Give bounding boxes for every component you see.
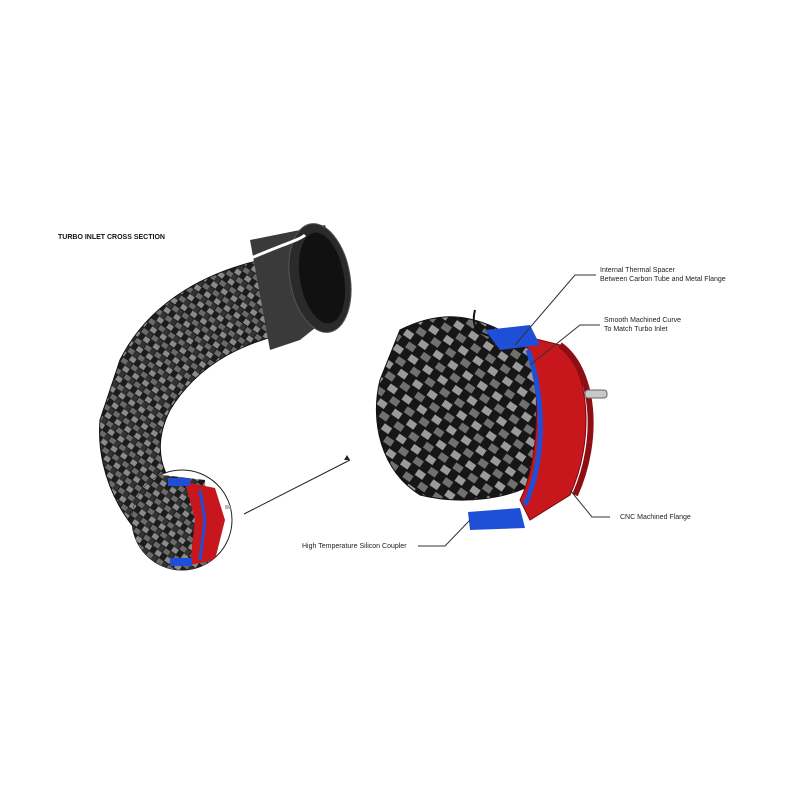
callout-thermal-spacer: Internal Thermal Spacer Between Carbon T… [600, 266, 726, 284]
callout-line: Between Carbon Tube and Metal Flange [600, 276, 726, 283]
callout-line: Internal Thermal Spacer [600, 267, 675, 274]
leader-lines [418, 274, 610, 547]
callout-silicon-coupler: High Temperature Silicon Coupler [302, 543, 407, 550]
callout-cnc-flange: CNC Machined Flange [620, 514, 691, 521]
cross-section-detail [375, 309, 608, 530]
diagram-title: TURBO INLET CROSS SECTION [58, 234, 165, 241]
detail-circle [131, 455, 351, 571]
callout-line: To Match Turbo Inlet [604, 326, 668, 333]
callout-machined-curve: Smooth Machined Curve To Match Turbo Inl… [604, 316, 681, 334]
callout-line: Smooth Machined Curve [604, 317, 682, 324]
